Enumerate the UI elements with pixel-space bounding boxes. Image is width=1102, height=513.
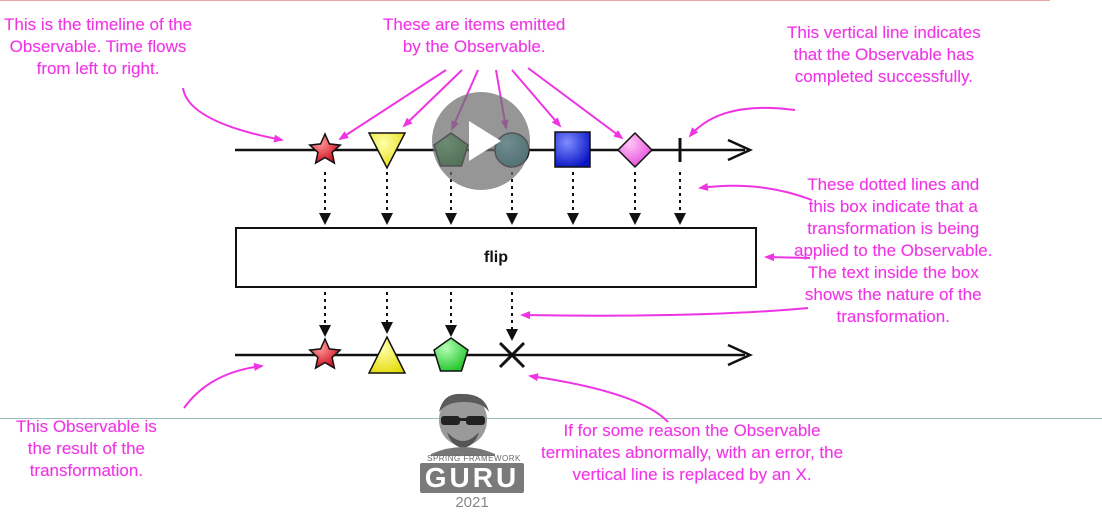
play-button[interactable]	[432, 92, 530, 190]
arrowhead-out-3	[445, 325, 457, 337]
logo-word: GURU	[420, 463, 524, 493]
arrowhead-in-3	[445, 213, 457, 225]
output-star-marble	[308, 337, 342, 370]
arrowhead-out-2	[381, 322, 393, 334]
output-triangle-marble	[367, 335, 407, 374]
items-arrow-6	[527, 67, 624, 140]
top-divider	[0, 0, 1050, 1]
arrowhead-in-1	[319, 213, 331, 225]
input-timeline-arrowhead	[727, 138, 754, 162]
items-arrow-2	[402, 69, 463, 128]
logo-year: 2021	[455, 494, 489, 511]
items-arrow-5	[511, 69, 562, 128]
arrowhead-in-2	[381, 213, 393, 225]
logo-caption: SPRING FRAMEWORK	[427, 454, 521, 463]
arrowhead-out-1	[319, 325, 331, 337]
timeline-annotation-arrow	[182, 87, 284, 143]
output-pentagon-marble	[433, 337, 469, 372]
items-arrow-1	[338, 69, 447, 141]
square-marble	[554, 131, 591, 168]
box-annotation-arrow	[764, 253, 811, 262]
star-marble	[308, 132, 342, 165]
bottom-divider	[0, 418, 1102, 419]
triangle-marble	[367, 132, 407, 170]
arrowhead-in-5	[567, 213, 579, 225]
dotted-lines-annotation-arrow	[698, 182, 813, 201]
error-annotation-arrow	[528, 373, 669, 423]
guru-logo	[431, 393, 495, 456]
arrowhead-in-7	[674, 213, 686, 225]
operator-label: flip	[484, 248, 508, 266]
text-annotation-arrow	[520, 307, 809, 320]
result-annotation-arrow	[183, 362, 264, 409]
error-x	[498, 341, 526, 369]
play-icon	[469, 121, 501, 161]
completed-annotation-arrow	[688, 106, 796, 138]
arrowhead-in-6	[629, 213, 641, 225]
diamond-marble	[616, 131, 654, 169]
arrowhead-out-4	[506, 329, 518, 341]
operator-box	[235, 227, 757, 288]
arrowhead-in-4	[506, 213, 518, 225]
output-timeline-arrowhead	[727, 343, 754, 367]
